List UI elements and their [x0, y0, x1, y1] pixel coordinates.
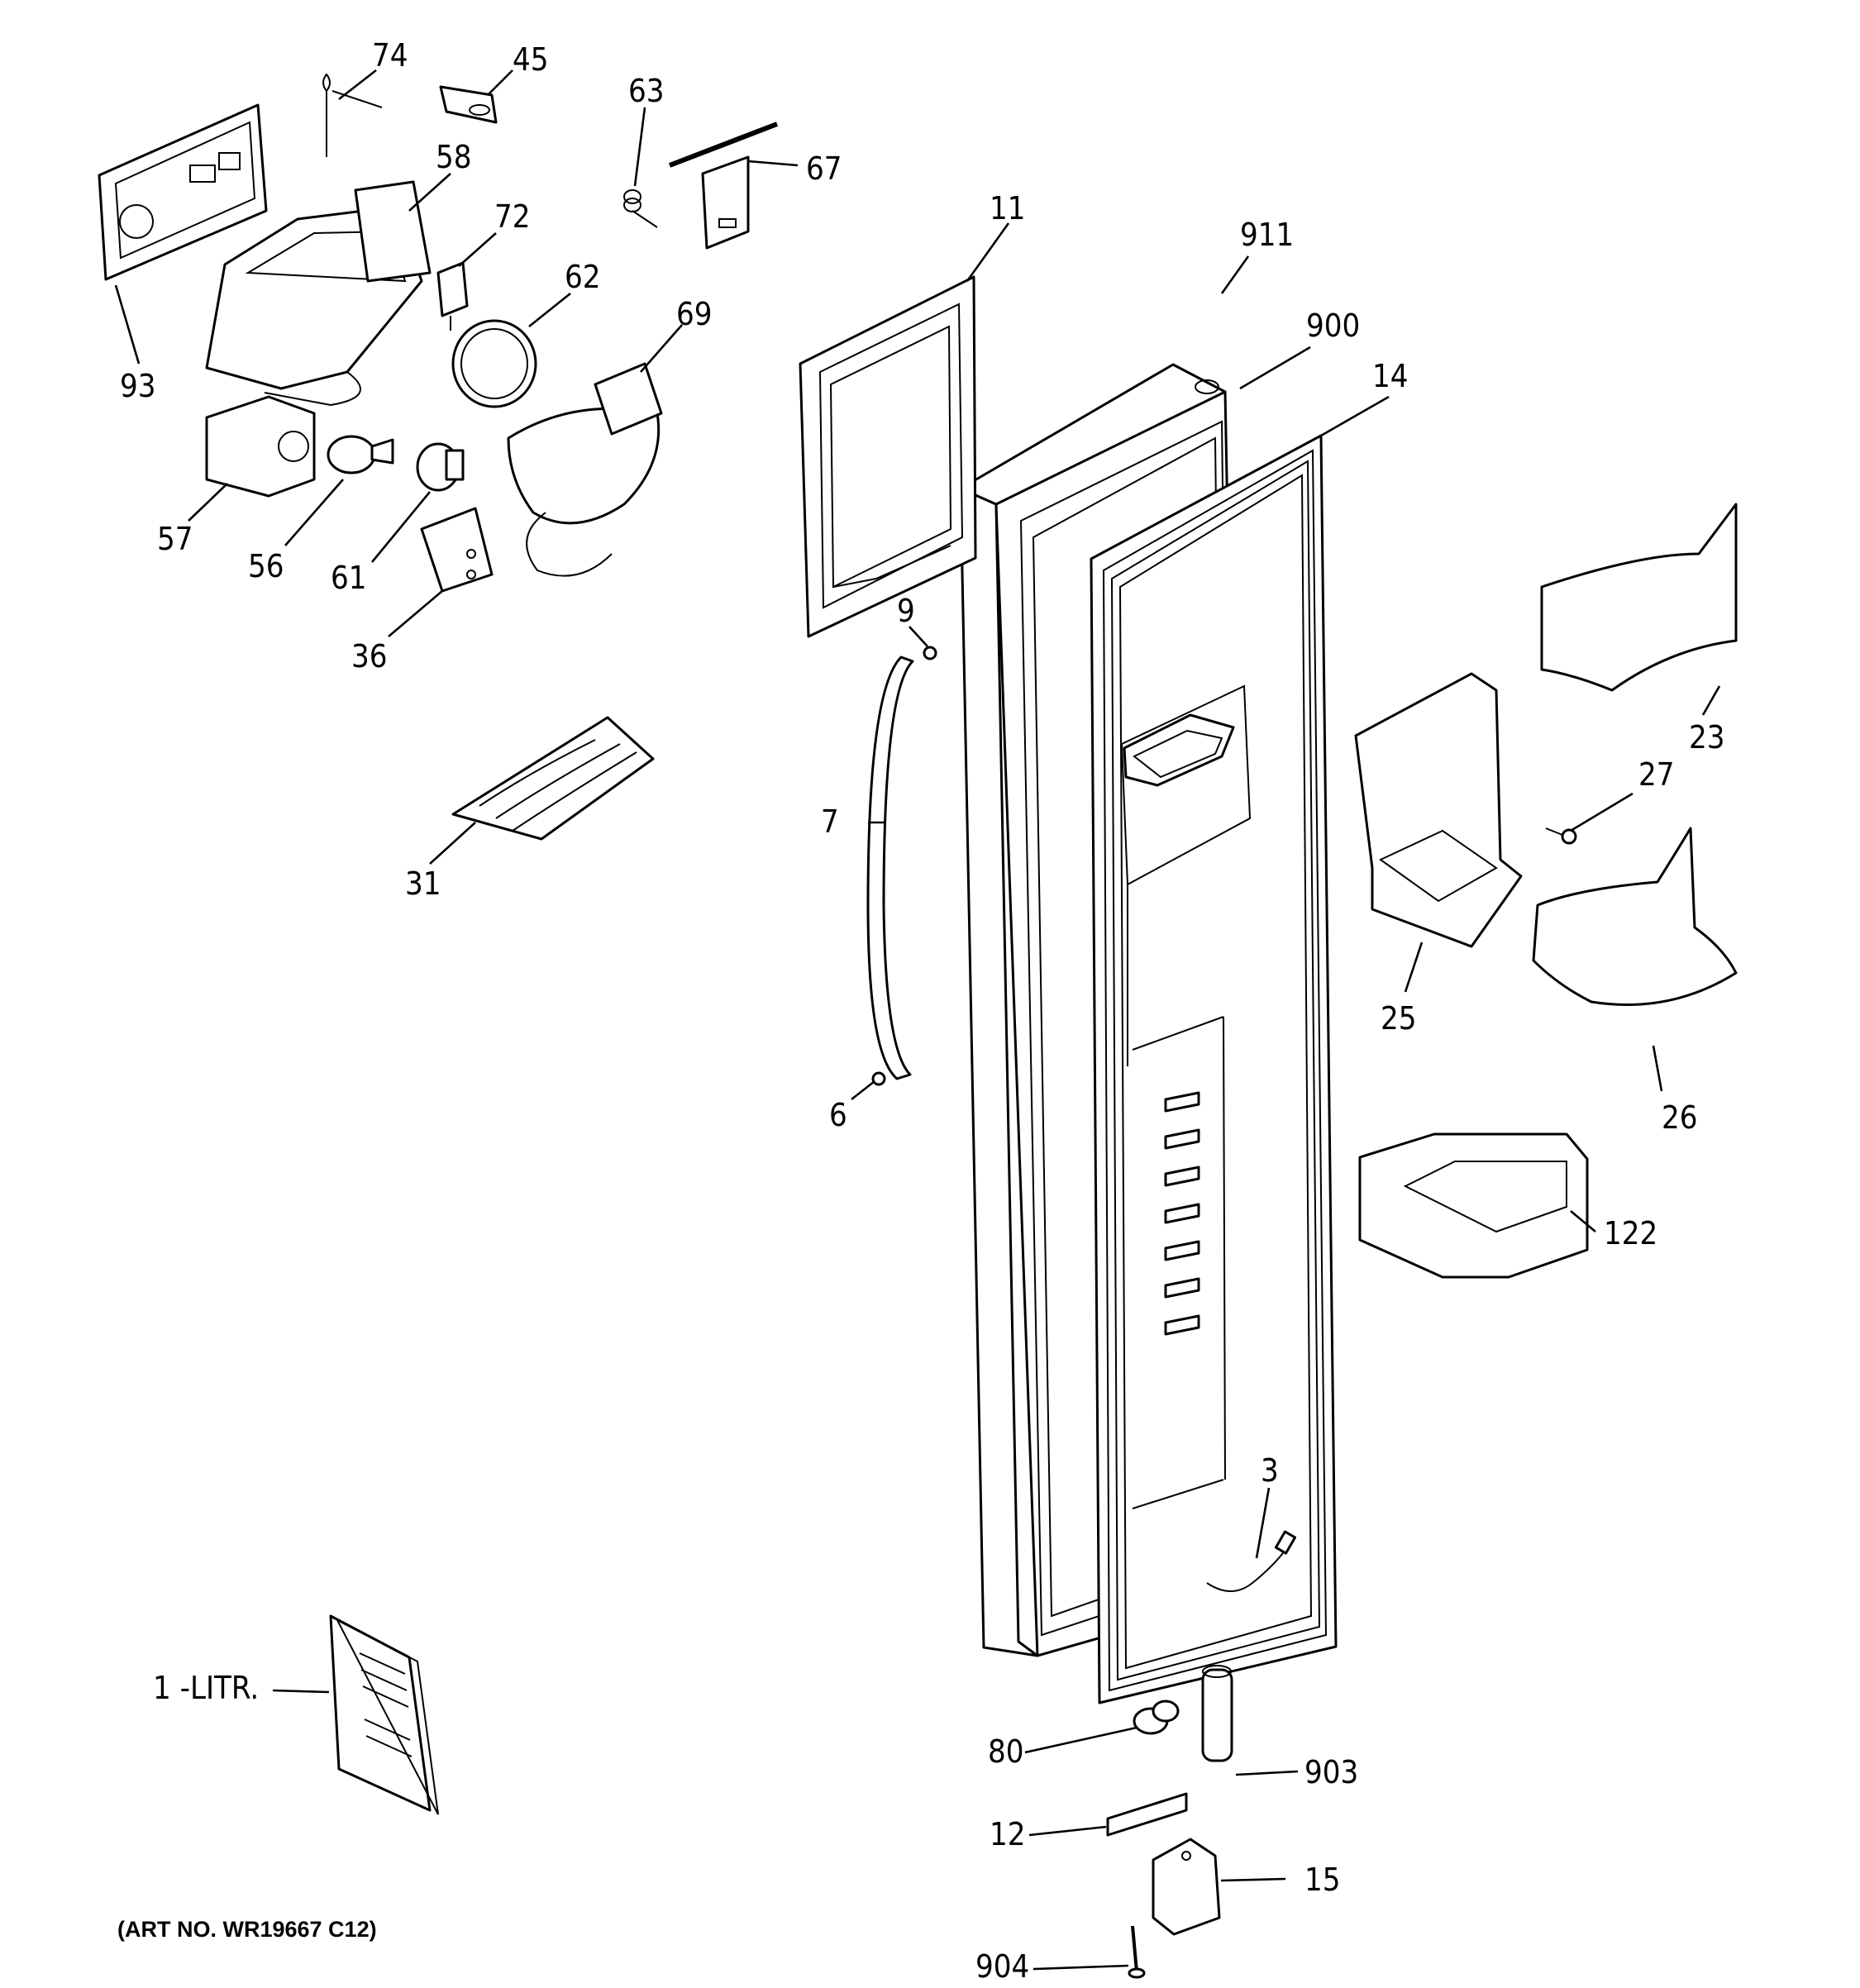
callout-3: 3	[1261, 1452, 1279, 1489]
callout-11: 11	[990, 190, 1026, 226]
callout-58: 58	[436, 139, 472, 175]
shaft-bracket	[668, 122, 779, 250]
door-shelf-clips	[1164, 1091, 1200, 1336]
dispenser-frame	[799, 275, 977, 638]
callout-62: 62	[565, 259, 601, 295]
door-handle	[866, 656, 914, 1080]
callout-67: 67	[806, 150, 842, 187]
hinge-bushing-80	[1133, 1700, 1180, 1735]
callout-56: 56	[248, 548, 284, 584]
callout-72: 72	[494, 198, 531, 235]
callout-61: 61	[331, 560, 367, 596]
callout-9: 9	[897, 593, 915, 629]
callout-labels: 74 45 63 67 58 72 62 69 93 57 56 61 36 3…	[120, 37, 1725, 1985]
callout-74: 74	[372, 37, 408, 74]
callout-6: 6	[829, 1097, 847, 1133]
motor-cover	[205, 395, 316, 498]
light-bulb	[327, 435, 394, 474]
hinge-15	[1152, 1838, 1221, 1936]
callout-12: 12	[990, 1816, 1026, 1852]
spring-74	[322, 73, 383, 157]
callout-36: 36	[351, 638, 388, 675]
callout-69: 69	[676, 296, 713, 332]
callout-122: 122	[1604, 1215, 1657, 1251]
micro-switch	[436, 261, 469, 331]
callout-904: 904	[975, 1948, 1029, 1984]
ice-chute-funnel	[507, 362, 663, 577]
callout-900: 900	[1306, 307, 1360, 344]
callout-903: 903	[1304, 1754, 1358, 1790]
door-bin-26	[1532, 827, 1738, 1006]
literature-booklet	[329, 1614, 439, 1815]
callout-14: 14	[1372, 358, 1409, 394]
wire-harness	[1206, 1530, 1297, 1592]
callout-911: 911	[1240, 217, 1294, 253]
callout-80: 80	[988, 1733, 1024, 1770]
hinge-plate-12	[1106, 1792, 1188, 1837]
art-number-caption: (ART NO. WR19667 C12)	[117, 1917, 377, 1942]
bracket-45	[439, 85, 498, 124]
callout-93: 93	[120, 368, 156, 404]
callout-23: 23	[1689, 719, 1725, 756]
screw-6	[871, 1071, 886, 1086]
auger-ring	[451, 319, 537, 408]
drip-tray	[451, 716, 655, 841]
door-bin-23	[1540, 503, 1738, 692]
callout-63: 63	[628, 73, 665, 109]
callout-57: 57	[157, 521, 193, 557]
callout-1-litr: 1 -LITR.	[153, 1670, 259, 1706]
callout-25: 25	[1381, 1000, 1417, 1037]
control-panel-board	[98, 103, 268, 281]
callout-27: 27	[1638, 756, 1675, 793]
callout-7: 7	[821, 803, 839, 840]
screw-27	[1545, 827, 1577, 845]
spring-63	[623, 189, 658, 228]
screw-9	[923, 646, 937, 660]
callout-45: 45	[513, 41, 549, 78]
screw-904	[1128, 1925, 1146, 1979]
callout-31: 31	[405, 865, 441, 902]
dispenser-bin-25	[1354, 672, 1523, 948]
light-socket	[416, 442, 465, 492]
callout-15: 15	[1304, 1862, 1341, 1898]
hinge-pin-903	[1201, 1665, 1233, 1762]
mounting-bracket	[420, 507, 494, 593]
door-gasket	[1090, 434, 1338, 1704]
leader-lines	[114, 69, 1721, 1971]
motor-housing	[205, 180, 432, 407]
callout-26: 26	[1662, 1099, 1698, 1136]
door-inner-liner	[1118, 474, 1313, 1670]
door-bin-122	[1358, 1132, 1589, 1279]
